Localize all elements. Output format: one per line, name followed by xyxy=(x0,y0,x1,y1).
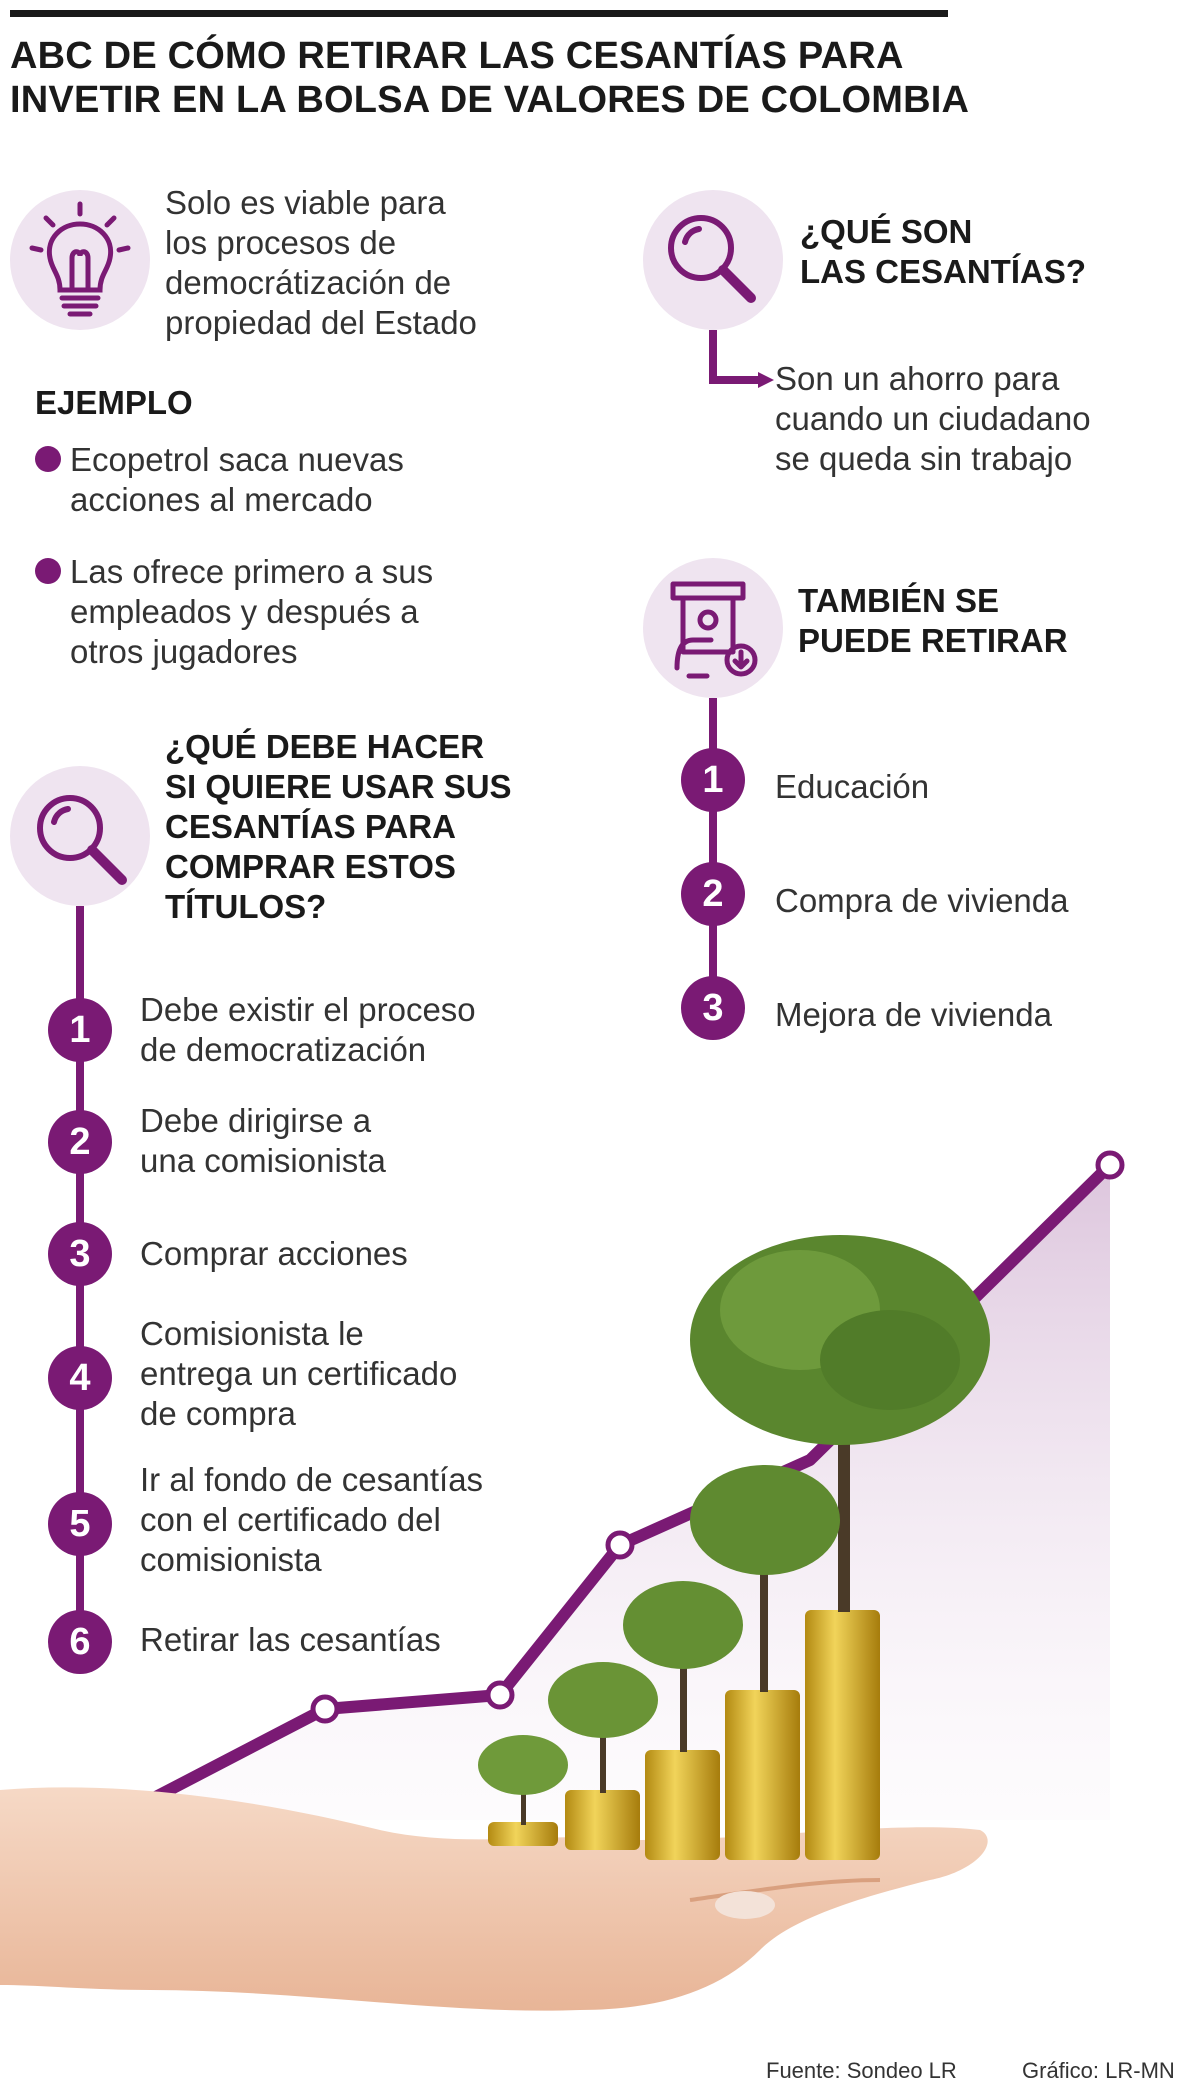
step-line: de compra xyxy=(140,1395,296,1432)
example-item: Ecopetrol saca nuevas acciones al mercad… xyxy=(70,440,510,520)
step-line: comisionista xyxy=(140,1541,322,1578)
viability-line: propiedad del Estado xyxy=(165,304,477,341)
example-bullet xyxy=(35,446,61,472)
withdraw-item: Compra de vivienda xyxy=(775,882,1069,919)
example-item-line: empleados y después a xyxy=(70,593,419,630)
trend-point xyxy=(605,1530,635,1560)
heading-line: SI QUIERE USAR SUS xyxy=(165,768,512,805)
example-item: Las ofrece primero a sus empleados y des… xyxy=(70,552,530,672)
answer-line: Son un ahorro para xyxy=(775,360,1060,397)
heading-line: COMPRAR ESTOS xyxy=(165,848,456,885)
trend-point xyxy=(485,1680,515,1710)
viability-text: Solo es viable para los procesos de demo… xyxy=(165,183,585,343)
atm-cash-icon xyxy=(670,581,758,679)
answer-line: se queda sin trabajo xyxy=(775,440,1073,477)
example-item-line: Ecopetrol saca nuevas xyxy=(70,441,404,478)
step-number: 2 xyxy=(48,1110,112,1174)
step-line: con el certificado del xyxy=(140,1501,441,1538)
source-credit: Fuente: Sondeo LR xyxy=(766,2058,957,2083)
magnifier-icon-circle xyxy=(643,190,783,330)
viability-line: los procesos de xyxy=(165,224,397,261)
what-are-answer: Son un ahorro para cuando un ciudadano s… xyxy=(775,359,1175,479)
example-item-line: Las ofrece primero a sus xyxy=(70,553,434,590)
heading-line: LAS CESANTÍAS? xyxy=(800,253,1087,290)
page-title-line-1: ABC DE CÓMO RETIRAR LAS CESANTÍAS PARA xyxy=(10,35,904,77)
step-number: 4 xyxy=(48,1346,112,1410)
example-item-line: otros jugadores xyxy=(70,633,298,670)
heading-line: ¿QUÉ SON xyxy=(800,213,973,250)
step-line: de democratización xyxy=(140,1031,427,1068)
step-text: Ir al fondo de cesantías con el certific… xyxy=(140,1460,580,1580)
step-text: Debe dirigirse a una comisionista xyxy=(140,1101,580,1181)
step-number: 3 xyxy=(48,1222,112,1286)
withdraw-item: Educación xyxy=(775,768,930,805)
step-number: 6 xyxy=(48,1610,112,1674)
step-line: Retirar las cesantías xyxy=(140,1621,441,1658)
step-line: Comprar acciones xyxy=(140,1235,408,1272)
step-text: Retirar las cesantías xyxy=(140,1620,580,1660)
withdraw-connector xyxy=(709,698,717,1018)
heading-line: TAMBIÉN SE xyxy=(798,582,1000,619)
withdraw-number: 3 xyxy=(681,976,745,1040)
viability-line: Solo es viable para xyxy=(165,184,446,221)
top-rule xyxy=(10,10,948,17)
heading-line: ¿QUÉ DEBE HACER xyxy=(165,728,485,765)
example-item-line: acciones al mercado xyxy=(70,481,373,518)
step-line: Ir al fondo de cesantías xyxy=(140,1461,484,1498)
step-line: entrega un certificado xyxy=(140,1355,458,1392)
page-title-line-2: INVETIR EN LA BOLSA DE VALORES DE COLOMB… xyxy=(10,79,970,121)
what-to-do-heading: ¿QUÉ DEBE HACER SI QUIERE USAR SUS CESAN… xyxy=(165,727,585,927)
graphic-credit: Gráfico: LR-MN xyxy=(1022,2058,1175,2083)
answer-line: cuando un ciudadano xyxy=(775,400,1091,437)
step-line: Debe dirigirse a xyxy=(140,1102,372,1139)
step-number: 5 xyxy=(48,1492,112,1556)
elbow-connector xyxy=(709,330,774,388)
lightbulb-icon xyxy=(29,201,131,317)
trend-point xyxy=(1095,1150,1125,1180)
example-bullet xyxy=(35,558,61,584)
what-are-heading: ¿QUÉ SON LAS CESANTÍAS? xyxy=(800,212,1180,292)
heading-line: CESANTÍAS PARA xyxy=(165,808,456,845)
step-text: Comprar acciones xyxy=(140,1234,580,1274)
withdraw-number: 1 xyxy=(681,748,745,812)
magnifier-icon xyxy=(668,215,756,303)
heading-line: TÍTULOS? xyxy=(165,888,327,925)
viability-line: democrátización de xyxy=(165,264,452,301)
withdraw-number: 2 xyxy=(681,862,745,926)
also-withdraw-heading: TAMBIÉN SE PUEDE RETIRAR xyxy=(798,581,1178,661)
step-line: Comisionista le xyxy=(140,1315,364,1352)
magnifier-icon-circle xyxy=(10,766,150,906)
step-line: Debe existir el proceso xyxy=(140,991,476,1028)
example-heading: EJEMPLO xyxy=(35,384,193,421)
step-line: una comisionista xyxy=(140,1142,386,1179)
magnifier-icon xyxy=(37,795,127,885)
step-text: Debe existir el proceso de democratizaci… xyxy=(140,990,580,1070)
heading-line: PUEDE RETIRAR xyxy=(798,622,1068,659)
step-number: 1 xyxy=(48,998,112,1062)
withdraw-item: Mejora de vivienda xyxy=(775,996,1052,1033)
page-title: ABC DE CÓMO RETIRAR LAS CESANTÍAS PARA I… xyxy=(10,34,1010,122)
step-text: Comisionista le entrega un certificado d… xyxy=(140,1314,580,1434)
trend-point xyxy=(310,1694,340,1724)
